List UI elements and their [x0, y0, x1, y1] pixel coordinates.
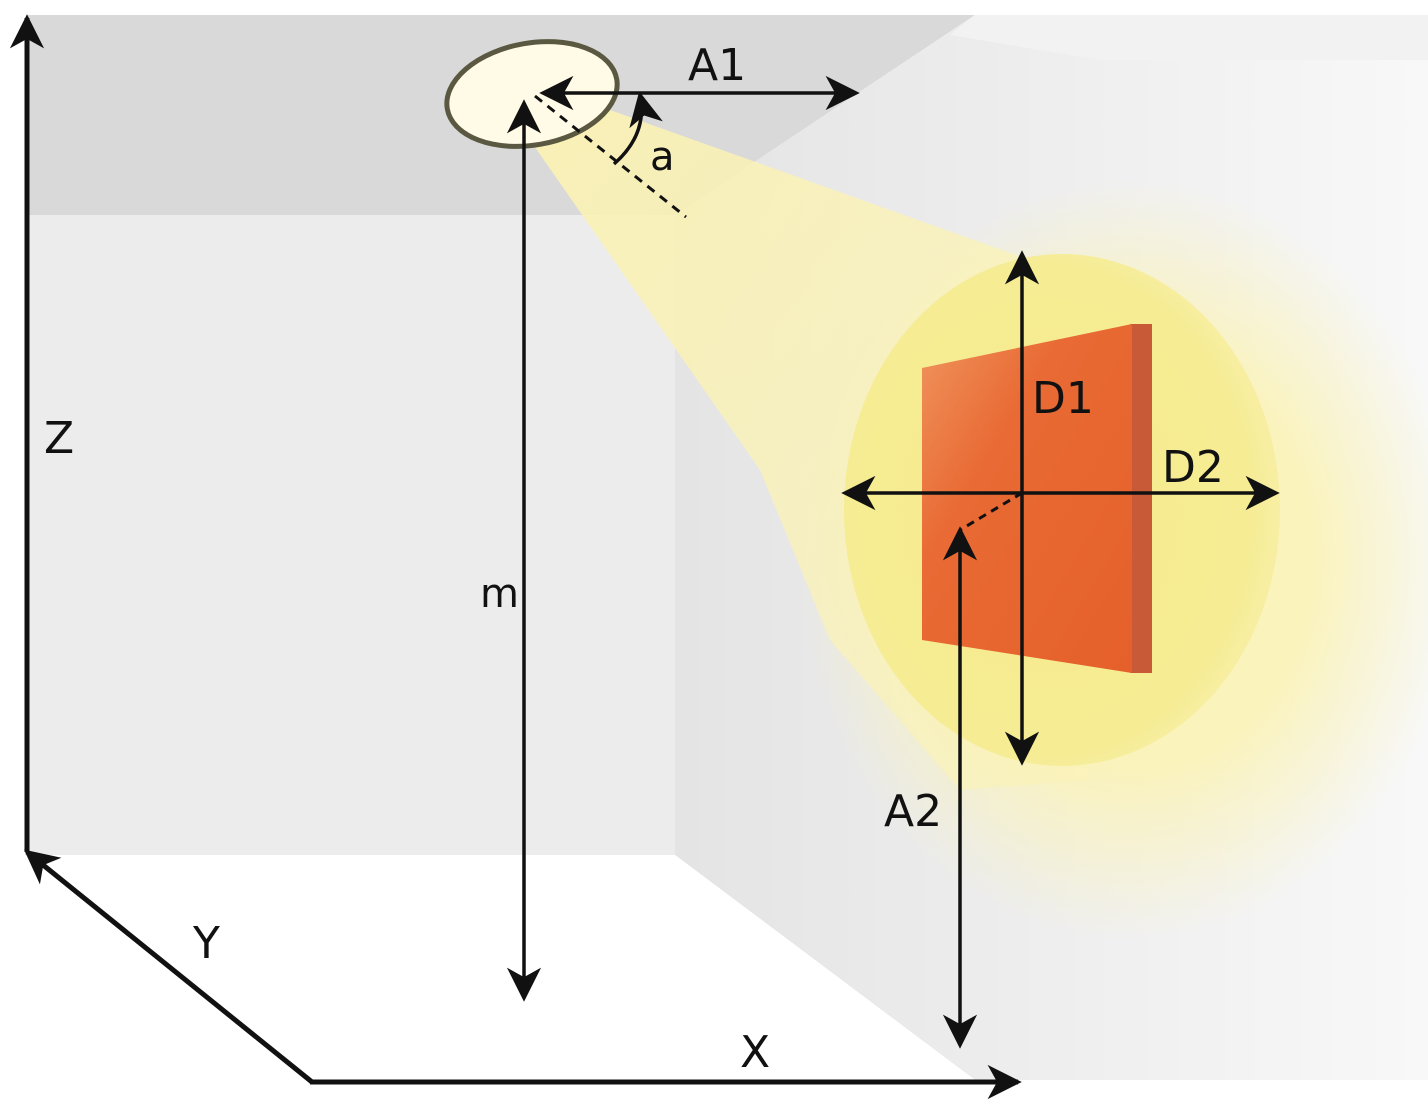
m-label: m — [480, 571, 519, 617]
right-ceiling — [950, 15, 1428, 60]
d2-label: D2 — [1162, 442, 1224, 493]
angle-label: a — [650, 134, 675, 180]
angle-arc-arrow — [612, 91, 663, 166]
a1-label: A1 — [688, 40, 746, 91]
y-axis-label: Y — [192, 918, 220, 969]
panel-edge — [1130, 324, 1152, 673]
back-wall — [27, 215, 675, 855]
z-axis-label: Z — [44, 413, 74, 464]
x-axis-label: X — [740, 1027, 770, 1078]
panel-front — [922, 324, 1132, 673]
d1-label: D1 — [1032, 373, 1094, 424]
a2-leader-dashed — [959, 491, 1023, 532]
floor — [27, 855, 975, 1080]
y-axis-line — [24, 849, 314, 1084]
a2-label: A2 — [884, 786, 942, 837]
beam-axis-dashed — [534, 94, 687, 219]
